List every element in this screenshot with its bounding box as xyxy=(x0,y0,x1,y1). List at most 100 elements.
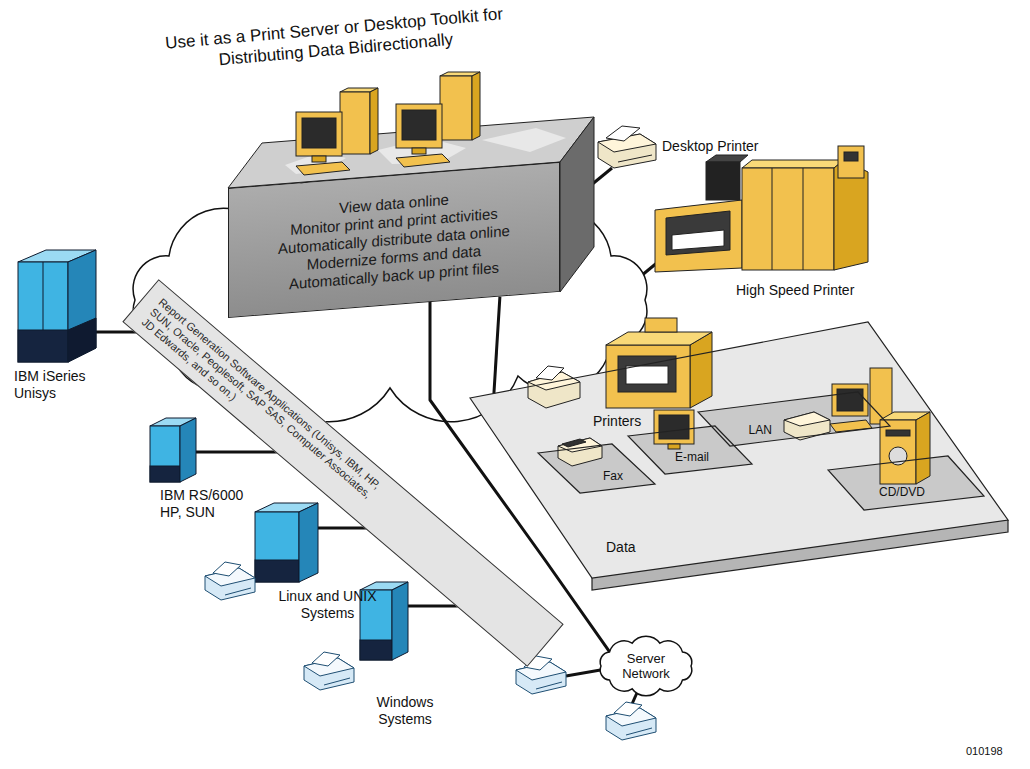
output-device xyxy=(562,439,586,447)
output-device xyxy=(606,332,712,345)
output-device xyxy=(558,438,602,466)
desktop-computer xyxy=(312,156,326,162)
high-speed-printer xyxy=(742,168,834,270)
output-device xyxy=(606,345,690,408)
server-box-3d xyxy=(560,117,594,292)
server-tower xyxy=(299,503,318,582)
desktop-computer xyxy=(296,162,350,175)
high-speed-printer xyxy=(844,152,858,161)
output-tile: Fax xyxy=(538,444,655,493)
mainframe-server xyxy=(68,250,96,362)
desktop-computer xyxy=(412,148,426,154)
output-tile-outline xyxy=(538,444,655,493)
network-printer xyxy=(205,562,255,600)
device-label: Desktop Printer xyxy=(662,138,758,155)
device-label: Printers xyxy=(593,413,641,430)
data-platform-outline xyxy=(470,322,1008,578)
desktop-printer xyxy=(618,155,652,162)
data-platform: Data Fax E-mail LAN CD/DVD xyxy=(470,322,1008,590)
mainframe-server xyxy=(18,262,68,362)
data-platform-edge xyxy=(592,520,1008,590)
print-server-box: View data onlineMonitor print and print … xyxy=(228,162,560,318)
output-device xyxy=(659,415,689,439)
output-tile-outline xyxy=(698,392,890,446)
output-device xyxy=(784,412,830,426)
high-speed-printer xyxy=(672,230,724,250)
output-tile: LAN xyxy=(698,392,890,446)
output-device xyxy=(528,318,930,484)
high-speed-printer xyxy=(655,146,868,272)
mainframe-server xyxy=(18,250,96,362)
output-device xyxy=(832,384,868,416)
high-speed-printer xyxy=(803,168,804,270)
desktop-computer xyxy=(402,110,436,140)
output-tile-outline xyxy=(828,456,984,510)
diagram-title: Use it as a Print Server or Desktop Tool… xyxy=(144,2,526,77)
output-tile-outline xyxy=(628,426,752,474)
server-tower xyxy=(180,418,196,482)
desktop-computer xyxy=(472,72,480,140)
desktop-computer xyxy=(396,104,442,148)
tile-label: LAN xyxy=(749,424,772,438)
server-tower xyxy=(255,512,299,582)
output-device xyxy=(668,444,680,449)
server-tower xyxy=(360,640,392,660)
output-tile-outline xyxy=(828,456,984,510)
data-platform-fill xyxy=(470,322,1008,590)
high-speed-printer xyxy=(666,211,730,255)
tile-label: CD/DVD xyxy=(879,486,925,500)
output-tile-outline xyxy=(628,426,752,474)
figure-number: 010198 xyxy=(966,744,1003,758)
mainframe-server xyxy=(68,318,96,362)
output-device xyxy=(830,420,872,432)
desktop-computer xyxy=(370,88,378,154)
output-device xyxy=(886,430,910,436)
band-text: Report Generation Software Applications … xyxy=(128,286,392,519)
desktop-computer xyxy=(340,92,370,154)
system-label: Windows Systems xyxy=(365,694,445,728)
device-label: High Speed Printer xyxy=(736,282,854,299)
desktop-printer xyxy=(598,126,656,168)
high-speed-printer xyxy=(706,155,748,162)
output-device xyxy=(626,366,668,384)
output-device xyxy=(618,356,676,392)
desktop-computer xyxy=(296,112,342,156)
network-printer xyxy=(304,652,354,690)
desktop-computer xyxy=(396,154,450,167)
high-speed-printer xyxy=(655,200,742,272)
output-tile: CD/DVD xyxy=(828,456,984,510)
output-tile: E-mail xyxy=(628,426,752,474)
connector xyxy=(494,297,500,394)
desktop-computer xyxy=(302,118,336,148)
server-tower xyxy=(392,582,408,660)
tile-label: Data xyxy=(606,539,636,555)
data-platform-outline xyxy=(470,322,1008,590)
output-device xyxy=(916,412,930,484)
data-platform-fill xyxy=(592,520,1008,590)
system-label: IBM RS/6000 HP, SUN xyxy=(160,487,258,521)
server-tower xyxy=(150,466,180,482)
network-label: Server Network xyxy=(615,651,677,681)
server-box-3d xyxy=(482,128,566,152)
desktop-computer xyxy=(440,76,472,140)
desktop-computer xyxy=(296,72,480,175)
high-speed-printer xyxy=(742,160,844,168)
output-device xyxy=(536,366,564,380)
server-tower xyxy=(255,560,299,582)
high-speed-printer xyxy=(706,162,740,200)
cloud-outline xyxy=(600,636,692,696)
network-printer xyxy=(606,702,656,740)
server-network-cloud: Server Network xyxy=(593,634,699,698)
server-tower xyxy=(150,426,180,482)
high-speed-printer xyxy=(772,168,773,270)
tile-label: E-mail xyxy=(675,451,709,465)
output-tile-outline xyxy=(538,444,655,493)
mainframe-server xyxy=(18,330,68,362)
system-label: IBM iSeries Unisys xyxy=(14,368,104,402)
output-device xyxy=(880,420,916,484)
desktop-printer xyxy=(606,126,640,141)
system-label: Linux and UNIX Systems xyxy=(265,588,390,622)
tile-label: Fax xyxy=(603,470,623,484)
high-speed-printer xyxy=(838,146,864,178)
